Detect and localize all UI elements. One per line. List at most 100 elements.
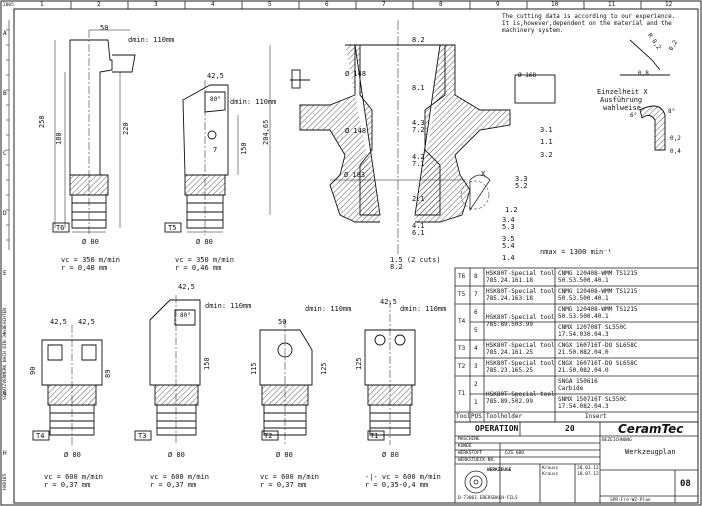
table-cell-insert: 17.54.082.04.3	[558, 403, 609, 410]
tool-dim: Ø 80	[196, 238, 213, 246]
operation-label: OPERATION	[475, 424, 519, 433]
table-cell-insert: 50.53.500.40.1	[558, 313, 609, 320]
title-block-grid	[454, 421, 699, 504]
spindle-speed: nmax = 1300 min⁻¹	[540, 248, 612, 256]
row-letter: B	[3, 90, 7, 97]
tool-table-grid	[454, 267, 699, 423]
cutting-speed: -|- vc = 600 m/min	[365, 473, 441, 481]
column-number: 10	[551, 1, 559, 8]
tool-dim: Ø 80	[82, 238, 99, 246]
row-letter: D	[3, 210, 7, 217]
tool-id: T1	[370, 432, 379, 440]
table-cell-insert: SNMX 150716T SL550C	[558, 396, 627, 403]
part-dim: 5.2	[515, 182, 528, 190]
tool-id: T5	[168, 224, 177, 232]
table-cell-holder: 785.24.161.18	[486, 277, 533, 284]
tool-table: T6 8 HSK80T-Special tool 785.24.161.18 C…	[455, 268, 698, 422]
tool-t2-drawing	[259, 320, 313, 445]
table-cell-insert: CNMG 120408-WMM TS1215	[558, 270, 638, 277]
tool-dim: 50	[100, 24, 109, 32]
column-number: 3	[154, 1, 158, 8]
table-cell-insert: CNGX 160716T-DO SL658C	[558, 342, 638, 349]
part-dim: 1.4	[502, 254, 515, 262]
tool-dim: 90	[29, 366, 37, 375]
tool-t4-drawing	[32, 325, 103, 445]
table-header: POS	[471, 413, 482, 420]
sheet-number: 08	[680, 479, 691, 489]
left-ruler	[6, 20, 10, 250]
detail-dim: 0,8	[638, 70, 649, 77]
row-letter: F	[3, 330, 7, 337]
tool-dim: 7	[213, 146, 218, 154]
tool-dim: 80°	[210, 96, 221, 103]
part-dim: 8.2	[390, 263, 403, 271]
tool-dim: 42,5	[78, 318, 95, 326]
margin-note: HA0105	[3, 473, 8, 490]
row-letter: C	[3, 150, 7, 157]
part-dim: 7.1	[412, 160, 425, 168]
cutting-speed: vc = 350 m/min	[61, 256, 121, 264]
part-dim: 5.4	[502, 242, 515, 250]
part-dim: Ø 148	[345, 70, 367, 78]
tool-dim: 150	[240, 142, 248, 155]
table-cell-pos: 5	[474, 327, 478, 334]
part-dim: 3.5	[502, 235, 515, 243]
table-cell-insert: CNMG 120408-WMM TS1215	[558, 306, 638, 313]
table-cell-insert: CNMG 120408-WMM TS1215	[558, 288, 638, 295]
part-dim: 7.2	[412, 126, 425, 134]
column-number: 2	[97, 1, 101, 8]
table-cell-holder: 785.23.165.25	[486, 367, 533, 374]
column-number: 7	[382, 1, 386, 8]
cutting-speed: vc = 600 m/min	[150, 473, 210, 481]
detail-x-drawing	[460, 39, 670, 212]
row-letter: A	[3, 30, 7, 37]
part-dim: 4.2	[412, 153, 425, 161]
row-letter: G	[3, 390, 7, 397]
row-letter: H	[3, 450, 7, 457]
tool-dim: dmin: 110mm	[128, 36, 175, 44]
tool-dim: 125	[355, 357, 363, 370]
cutting-radius: r = 0,46 mm	[175, 264, 222, 272]
field-label: WERKSTUECK-NR.	[458, 458, 496, 463]
part-dim: X	[481, 170, 486, 178]
table-cell-holder: 785.24.161.25	[486, 349, 533, 356]
table-header: Tool	[456, 413, 471, 420]
tool-dim: 125	[320, 362, 328, 375]
tool-dim: dmin: 110mm	[305, 305, 352, 313]
field-label: BEZEICHNUNG	[602, 438, 632, 443]
table-cell-holder: HSK80T-Special tool	[486, 270, 555, 277]
part-dim: 5.3	[502, 223, 515, 231]
part-cross-section	[269, 20, 556, 255]
part-dim: 3.2	[540, 151, 553, 159]
material-value: GJS 600	[505, 451, 524, 456]
tool-dim: Ø 80	[64, 451, 81, 459]
part-dim: 3.3	[515, 175, 528, 183]
column-number: 5	[268, 1, 272, 8]
table-cell-tool: T6	[458, 273, 466, 280]
part-dim: 8.2	[412, 36, 425, 44]
table-cell-pos: 4	[474, 345, 478, 352]
tool-id: T4	[36, 432, 45, 440]
table-cell-insert: 21.50.082.04.0	[558, 367, 609, 374]
part-dim: 2.1	[412, 195, 425, 203]
tool-dim: 250	[38, 115, 46, 128]
table-cell-insert: Carbide	[558, 385, 584, 392]
table-cell-tool: T4	[458, 318, 466, 325]
footer-code: SPR-Fre-WZ-Plan	[610, 498, 651, 503]
cutting-radius: r = 0,37 mm	[44, 481, 91, 489]
detail-dim: 0,2	[670, 135, 681, 142]
tool-t5-drawing	[164, 80, 239, 235]
table-cell-insert: 50.53.500.40.1	[558, 277, 609, 284]
table-cell-holder: HSK80T-Special tool	[486, 314, 555, 321]
tool-dim: 80°	[180, 312, 191, 319]
field-label: MASCHINE	[458, 437, 480, 442]
detail-title: wahlweise	[603, 104, 641, 112]
column-number: 11	[608, 1, 616, 8]
corner-code: 2005	[3, 3, 14, 8]
tool-dim: 220	[122, 122, 130, 135]
tool-dim: dmin: 110mm	[400, 305, 447, 313]
name-value: Krauss	[542, 466, 559, 471]
detail-dim: 6°	[630, 112, 638, 119]
